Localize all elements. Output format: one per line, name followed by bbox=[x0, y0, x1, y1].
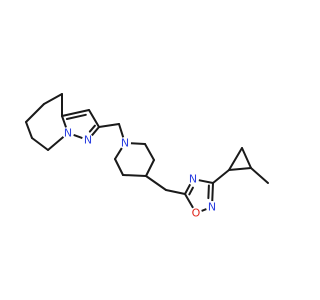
bond-ring6_b-ring6_c bbox=[25, 103, 45, 123]
bond-pip_c5-pip_c6 bbox=[144, 143, 155, 161]
bond-ox_n2-ox_o1 bbox=[200, 208, 208, 212]
atom-bg-ox_n2 bbox=[206, 201, 218, 213]
bond-pz_c2-pz_n1-second-line bbox=[88, 124, 96, 133]
atom-label-ox_n4: N bbox=[189, 173, 197, 186]
bond-pz_n1-pz_n7a bbox=[72, 133, 84, 140]
atom-bg-ox_o1 bbox=[190, 207, 202, 219]
bond-cp_c2-cp_c3 bbox=[241, 147, 252, 169]
bond-cp_c3-cp_c1 bbox=[228, 147, 243, 171]
bond-pz_c3-pz_c2 bbox=[88, 109, 100, 128]
bond-pip_c3-pip_c4 bbox=[122, 174, 147, 177]
atom-label-pz_n1: N bbox=[84, 134, 92, 147]
atom-bg-pz_n1 bbox=[82, 134, 94, 146]
bond-ch2_b-ox_c5 bbox=[165, 189, 186, 195]
bond-pip_n-pip_c2 bbox=[114, 147, 123, 160]
bond-pip_c4-pip_c5 bbox=[145, 159, 155, 177]
bond-ox_c3-cp_c1 bbox=[212, 169, 230, 184]
bond-pz_c3a-pz_c3-second-line bbox=[65, 113, 87, 121]
atom-bg-pip_n bbox=[119, 137, 131, 149]
bond-ox_c3-ox_n2 bbox=[211, 182, 214, 203]
bond-ring6_e-pz_n7a bbox=[47, 135, 65, 151]
bonds-layer bbox=[25, 93, 269, 212]
bond-ox_o1-ox_c5 bbox=[184, 193, 194, 209]
atom-bg-pz_n7a bbox=[62, 127, 74, 139]
bond-pip_c2-pip_c3 bbox=[114, 158, 124, 176]
bond-pz_c2-ch2_a bbox=[98, 123, 120, 128]
atom-bg-ox_n4 bbox=[187, 173, 199, 185]
bond-pip_c6-pip_n bbox=[129, 142, 146, 145]
bond-ox_n4-ox_c3 bbox=[197, 179, 214, 184]
bond-ring6_a-ring6_b bbox=[43, 93, 63, 105]
bond-pz_c2-pz_n1 bbox=[90, 126, 100, 137]
atom-label-ox_o1: O bbox=[192, 207, 201, 220]
bond-pz_c3a-pz_c3 bbox=[61, 109, 90, 117]
atom-label-pip_n: N bbox=[121, 137, 129, 150]
bond-ox_c3-ox_n2-second-line bbox=[207, 184, 210, 200]
bond-cp_c1-cp_c2 bbox=[228, 167, 252, 171]
atom-label-pz_n7a: N bbox=[64, 127, 72, 140]
bond-ox_c5-ox_n4-second-line bbox=[188, 186, 194, 196]
bond-ch2_a-pip_n bbox=[118, 123, 125, 139]
bond-pip_c4-ch2_b bbox=[145, 175, 167, 191]
bond-ox_c5-ox_n4 bbox=[184, 183, 192, 195]
atom-label-ox_n2: N bbox=[208, 201, 216, 214]
bond-pz_c3a-pz_n7a bbox=[61, 115, 68, 129]
bond-ring6_d-ring6_e bbox=[31, 137, 49, 151]
bond-cp_c2-me bbox=[250, 167, 269, 184]
bond-ring6_c-ring6_d bbox=[25, 121, 33, 139]
